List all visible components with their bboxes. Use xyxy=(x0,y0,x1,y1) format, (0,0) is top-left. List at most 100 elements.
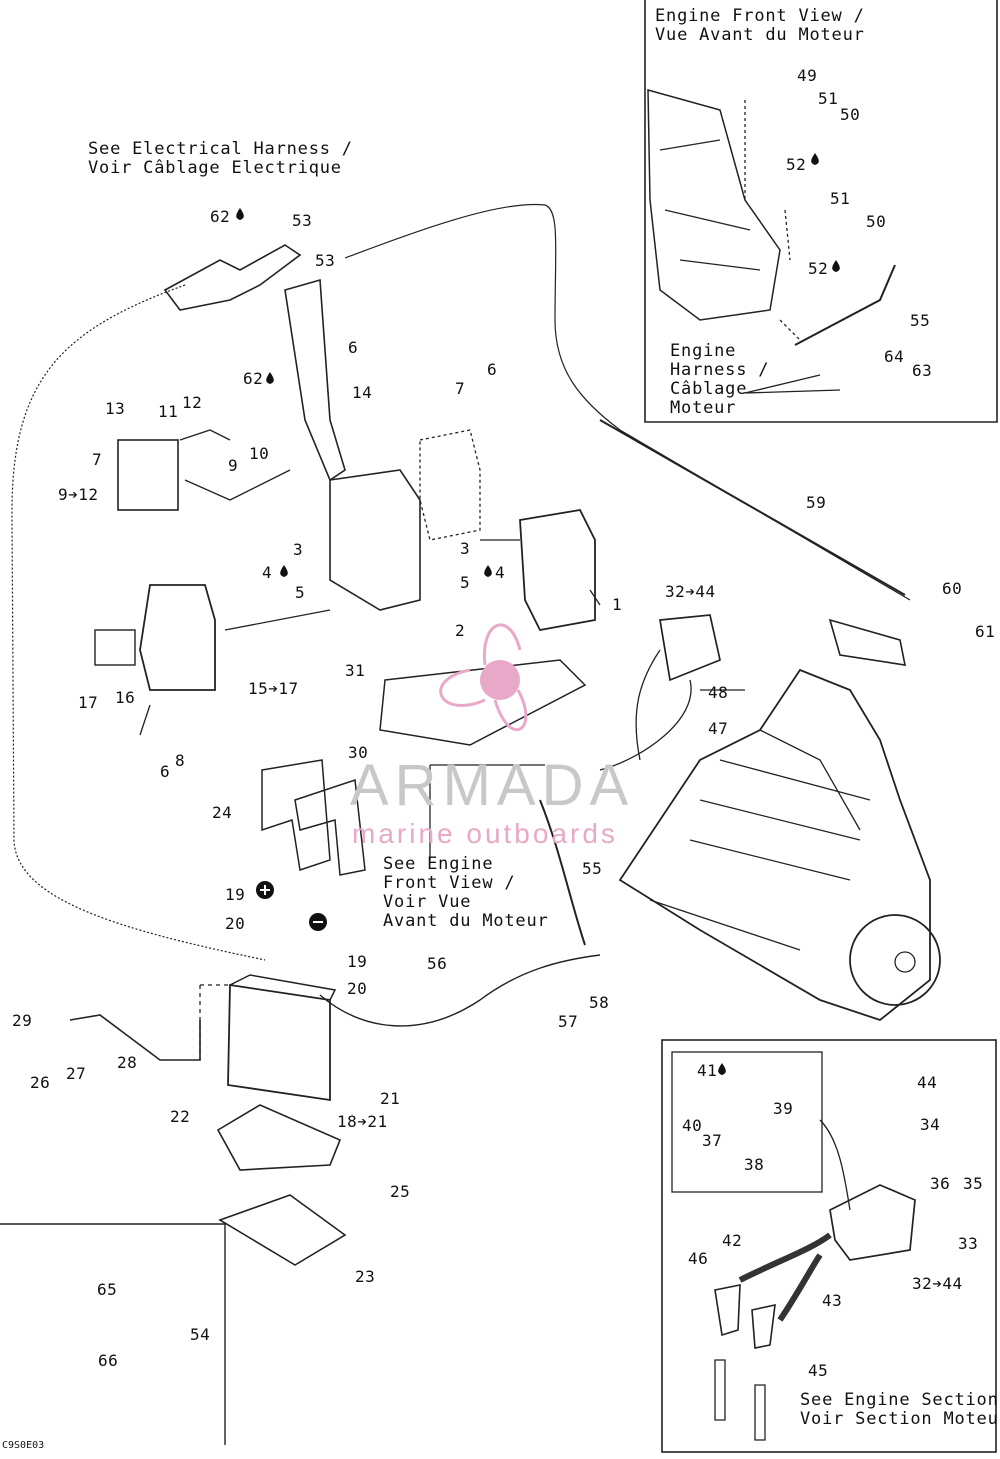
drawing-code: C9S0E03 xyxy=(2,1440,45,1451)
callout: 17 xyxy=(78,693,99,712)
module-1 xyxy=(519,509,596,632)
flywheel xyxy=(849,914,941,1006)
callout: 62 xyxy=(243,369,264,388)
callout: 57 xyxy=(558,1012,579,1031)
plug-boot-45 xyxy=(751,1303,776,1349)
callout: 8 xyxy=(175,751,186,770)
callout: 43 xyxy=(822,1291,843,1310)
callout: 20 xyxy=(347,979,368,998)
starter-motor xyxy=(828,618,907,666)
engine-front-view-frame xyxy=(644,0,998,423)
callout: 34 xyxy=(920,1115,941,1134)
callout: 55 xyxy=(582,859,603,878)
callout: 51 xyxy=(818,89,839,108)
accessory-frame xyxy=(0,1223,226,1445)
positive-terminal-icon xyxy=(256,881,274,899)
battery-dashed-outline xyxy=(199,984,230,1060)
callout: 65 xyxy=(97,1280,118,1299)
callout: 26 xyxy=(30,1073,51,1092)
coil-lead xyxy=(599,649,692,771)
note-see-engine-front: See Engine Front View / Voir Vue Avant d… xyxy=(383,854,549,931)
callout: 49 xyxy=(797,66,818,85)
callout: 27 xyxy=(66,1064,87,1083)
fuse-16 xyxy=(94,629,136,666)
callout: 42 xyxy=(722,1231,743,1250)
callout: 7 xyxy=(92,450,103,469)
callout: 22 xyxy=(170,1107,191,1126)
callout: 18➔21 xyxy=(337,1112,388,1131)
callout: 46 xyxy=(688,1249,709,1268)
callout: 19 xyxy=(225,885,246,904)
flywheel-hub xyxy=(894,951,916,973)
callout: 48 xyxy=(708,683,729,702)
harness-wire-55 xyxy=(794,264,896,346)
spark-plug-left xyxy=(714,1359,726,1421)
leaders xyxy=(139,469,745,860)
harness-loop-right xyxy=(344,203,911,601)
ecm-box-dashed xyxy=(419,429,481,541)
callout: 9 xyxy=(228,456,239,475)
harness-connector xyxy=(163,244,302,311)
harness-loop-left xyxy=(11,284,266,961)
cable-28 xyxy=(69,1014,201,1061)
callout: 52 xyxy=(786,155,807,174)
callout: 4 xyxy=(262,563,273,582)
callout: 3 xyxy=(460,539,471,558)
note-see-engine-section: See Engine Section / Voir Section Moteur xyxy=(800,1390,1000,1429)
watermark-propeller xyxy=(439,623,528,732)
callout: 31 xyxy=(345,661,366,680)
engine-front-sketch xyxy=(647,89,781,321)
callout: 62 xyxy=(210,207,231,226)
callout: 39 xyxy=(773,1099,794,1118)
battery-top xyxy=(229,974,337,1001)
negative-terminal-icon xyxy=(309,913,327,931)
watermark-brand: ARMADA xyxy=(350,753,635,818)
callout: 32➔44 xyxy=(665,582,716,601)
callout: 7 xyxy=(455,379,466,398)
engine-block xyxy=(618,668,931,1022)
callout: 5 xyxy=(295,583,306,602)
callout: 52 xyxy=(808,259,829,278)
fuse-box xyxy=(139,584,216,691)
front-dashed-leaders xyxy=(744,100,801,341)
callout: 13 xyxy=(105,399,126,418)
callout: 15➔17 xyxy=(248,679,299,698)
engine-section-frame xyxy=(661,1039,997,1453)
callout: 5 xyxy=(460,573,471,592)
callout: 50 xyxy=(866,212,887,231)
callout: 28 xyxy=(117,1053,138,1072)
callout: 16 xyxy=(115,688,136,707)
cable-56 xyxy=(319,954,601,1027)
callout: 3 xyxy=(293,540,304,559)
wire-59 xyxy=(599,419,906,596)
harness-tube-14 xyxy=(284,278,346,482)
callout: 19 xyxy=(347,952,368,971)
watermark-tagline: marine outboards xyxy=(352,818,618,849)
callout: 12 xyxy=(182,393,203,412)
callout: 25 xyxy=(390,1182,411,1201)
callout: 1 xyxy=(612,595,623,614)
callout: 59 xyxy=(806,493,827,512)
lubricant-drop-icons xyxy=(236,153,840,1075)
battery-18 xyxy=(227,983,331,1102)
note-electrical-harness: See Electrical Harness / Voir Câblage El… xyxy=(88,139,353,178)
callout: 30 xyxy=(348,743,369,762)
callout: 6 xyxy=(348,338,359,357)
callout: 37 xyxy=(702,1131,723,1150)
callout: 23 xyxy=(355,1267,376,1286)
callout: 60 xyxy=(942,579,963,598)
callout: 61 xyxy=(975,622,996,641)
engine-harness-leads xyxy=(744,374,841,394)
callout: 24 xyxy=(212,803,233,822)
callout: 47 xyxy=(708,719,729,738)
callout: 6 xyxy=(160,762,171,781)
callout: 50 xyxy=(840,105,861,124)
base-23 xyxy=(218,1194,347,1266)
plate-30 xyxy=(379,659,587,746)
callout: 9➔12 xyxy=(58,485,99,504)
callout: 44 xyxy=(917,1073,938,1092)
callout: 21 xyxy=(380,1089,401,1108)
callout: 11 xyxy=(158,402,179,421)
callout: 55 xyxy=(910,311,931,330)
